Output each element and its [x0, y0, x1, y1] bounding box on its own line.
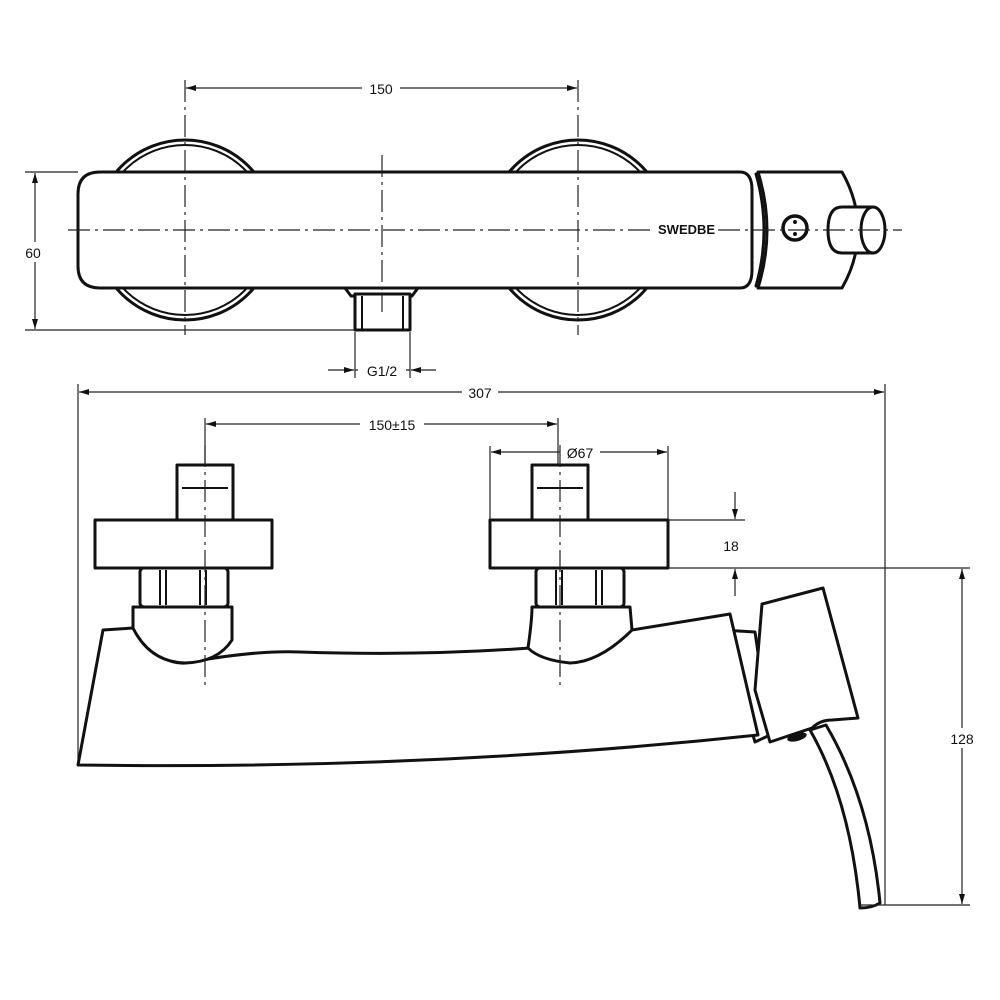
dimension-128: 128	[860, 569, 980, 906]
svg-text:18: 18	[723, 538, 739, 554]
svg-text:Ø67: Ø67	[567, 445, 594, 461]
dimension-diameter-67: Ø67	[491, 442, 667, 462]
dimension-150-tolerance: 150±15	[206, 414, 557, 434]
svg-text:128: 128	[950, 731, 974, 747]
mixer-body-top	[76, 170, 754, 290]
connector-right	[526, 605, 634, 665]
dimension-150: 150	[186, 78, 577, 98]
dimension-g1-2: G1/2	[328, 332, 436, 380]
lock-button-icon	[781, 214, 809, 242]
lever-head	[753, 586, 860, 744]
hex-nut-left	[138, 566, 230, 609]
handle-pivot	[787, 732, 807, 742]
brand-logo: SWEDBE	[658, 222, 715, 237]
wall-disc-right-side	[488, 518, 670, 570]
top-view: SWEDBE 150 60 G1/2	[22, 78, 902, 380]
connector-left	[131, 605, 234, 665]
dimension-307: 307	[79, 382, 884, 402]
svg-text:G1/2: G1/2	[367, 363, 398, 379]
wall-disc-left-side	[93, 518, 274, 570]
side-view: 307 150±15 Ø67	[76, 382, 980, 910]
svg-text:60: 60	[25, 245, 41, 261]
dimension-60: 60	[22, 171, 355, 331]
svg-text:150: 150	[369, 81, 393, 97]
dimension-18: 18	[668, 492, 970, 596]
svg-text:307: 307	[468, 385, 492, 401]
lever-handle	[808, 723, 882, 910]
hex-nut-right	[534, 566, 626, 609]
svg-text:150±15: 150±15	[369, 417, 416, 433]
